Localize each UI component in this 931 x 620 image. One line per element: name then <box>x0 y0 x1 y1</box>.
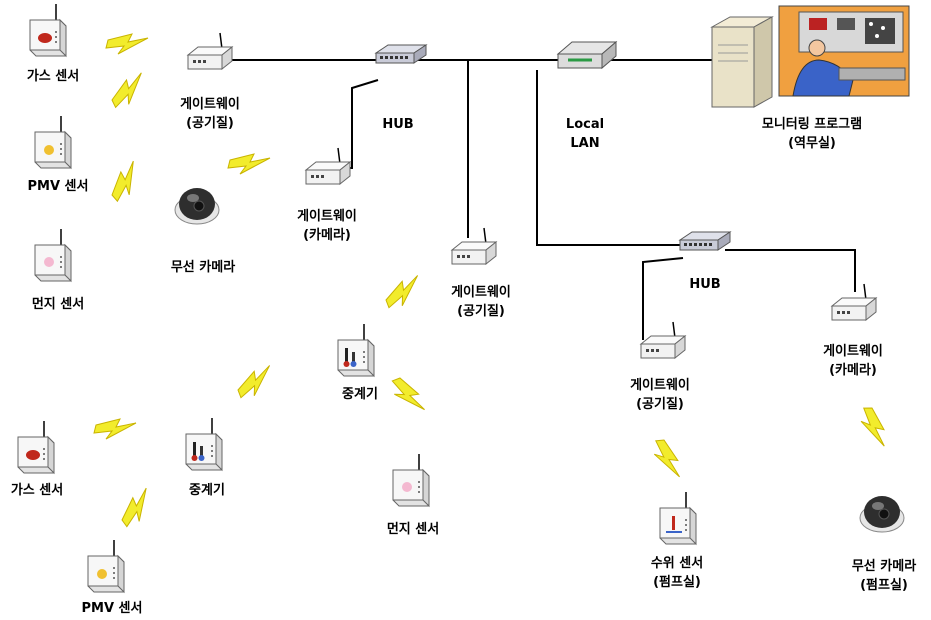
wireless-link-icon <box>115 485 159 532</box>
gas-sensor-1-icon <box>29 3 67 57</box>
wireless-camera-1-icon <box>174 187 220 225</box>
gateway-camera-1-label: 게이트웨이 <box>297 208 357 224</box>
wireless-link-icon <box>232 361 280 404</box>
pmv-sensor-1-label: PMV 센서 <box>28 178 89 194</box>
repeater-1-icon <box>337 323 375 377</box>
gateway-air-2-label: 게이트웨이 <box>451 284 511 300</box>
gas-sensor-2-icon <box>17 420 55 474</box>
gas-sensor-1-label: 가스 센서 <box>27 68 79 84</box>
water-sensor-label: 수위 센서 <box>651 555 703 571</box>
wireless-link-icon <box>93 418 137 440</box>
wireless-link-icon <box>105 33 149 55</box>
repeater-1-label: 중계기 <box>342 387 378 402</box>
gas-sensor-2-label: 가스 센서 <box>11 482 63 498</box>
wireless-link-icon <box>386 372 429 420</box>
wireless-camera-1-label: 무선 카메라 <box>171 259 235 275</box>
monitoring-sublabel: (역무실) <box>788 135 836 151</box>
wired-links <box>232 59 856 340</box>
wireless-camera-2-label: 무선 카메라 <box>852 558 916 574</box>
wireless-link-icon <box>106 69 153 113</box>
local-lan-sublabel: LAN <box>570 136 599 151</box>
pmv-sensor-2-label: PMV 센서 <box>82 600 143 616</box>
gateway-air-3-label: 게이트웨이 <box>630 377 690 393</box>
local-lan-icon <box>556 40 618 70</box>
hub-1-icon <box>375 44 427 64</box>
gateway-camera-2-sublabel: (카메라) <box>829 362 877 378</box>
dust-sensor-2-label: 먼지 센서 <box>387 521 439 537</box>
monitoring-label: 모니터링 프로그램 <box>762 116 862 132</box>
wireless-camera-2-icon <box>859 495 905 533</box>
gateway-air-3-icon <box>640 321 686 359</box>
wireless-link-icon <box>857 404 889 451</box>
wireless-link-icon <box>105 158 147 206</box>
wireless-camera-2-sublabel: (펌프실) <box>860 577 908 593</box>
pmv-sensor-1-icon <box>34 115 72 169</box>
gateway-air-1-icon <box>187 32 233 70</box>
dust-sensor-1-label: 먼지 센서 <box>32 296 84 312</box>
repeater-2-label: 중계기 <box>189 483 225 498</box>
hub-1-label: HUB <box>382 117 413 132</box>
water-level-sensor-icon <box>659 491 697 545</box>
pmv-sensor-2-icon <box>87 539 125 593</box>
local-lan-label: Local <box>566 117 604 132</box>
hub-2-icon <box>679 231 731 251</box>
water-sensor-sublabel: (펌프실) <box>653 574 701 590</box>
operator-console-icon <box>778 5 910 97</box>
hub-2-label: HUB <box>689 277 720 292</box>
wireless-link-icon <box>380 271 428 314</box>
wireless-link-icon <box>649 435 684 483</box>
server-icon <box>710 16 774 108</box>
wireless-link-icon <box>227 153 271 175</box>
repeater-2-icon <box>185 417 223 471</box>
dust-sensor-2-icon <box>392 453 430 507</box>
gateway-camera-1-sublabel: (카메라) <box>303 227 351 243</box>
gateway-air-3-sublabel: (공기질) <box>636 397 684 412</box>
gateway-air-1-label: 게이트웨이 <box>180 96 240 112</box>
gateway-air-2-icon <box>451 227 497 265</box>
gateway-air-1-sublabel: (공기질) <box>186 116 234 131</box>
dust-sensor-1-icon <box>34 228 72 282</box>
gateway-camera-2-label: 게이트웨이 <box>823 343 883 359</box>
gateway-camera-1-icon <box>305 147 351 185</box>
gateway-air-2-sublabel: (공기질) <box>457 304 505 319</box>
